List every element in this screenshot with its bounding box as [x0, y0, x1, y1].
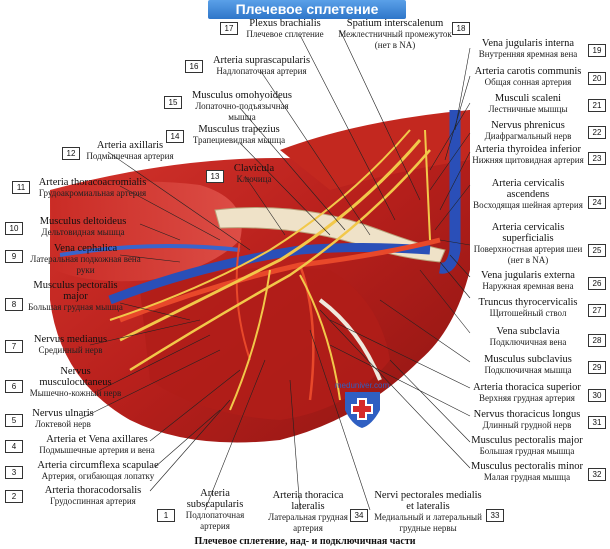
label-number-19: 19 [588, 44, 606, 57]
label-number-22: 22 [588, 126, 606, 139]
label-number-27: 27 [588, 304, 606, 317]
thoracoacromial-artery [235, 239, 251, 361]
watermark-text: meduniver.com [335, 381, 390, 390]
label-number-11: 11 [12, 181, 30, 194]
label-number-32: 32 [588, 468, 606, 481]
label-number-13: 13 [206, 170, 224, 183]
label-number-18: 18 [452, 22, 470, 35]
label-number-33: 33 [486, 509, 504, 522]
label-number-10: 10 [5, 222, 23, 235]
figure-caption: Плечевое сплетение, над- и подключичная … [194, 536, 416, 547]
leader-lines [79, 29, 471, 511]
label-number-24: 24 [588, 196, 606, 209]
label-number-9: 9 [5, 250, 23, 263]
label-number-20: 20 [588, 72, 606, 85]
label-number-7: 7 [5, 340, 23, 353]
subclavius-tendon [318, 298, 382, 381]
label-number-30: 30 [588, 389, 606, 402]
label-number-6: 6 [5, 380, 23, 393]
label-number-34: 34 [350, 509, 368, 522]
label-number-29: 29 [588, 361, 606, 374]
label-number-23: 23 [588, 152, 606, 165]
label-number-8: 8 [5, 298, 23, 311]
label-number-12: 12 [62, 147, 80, 160]
label-number-15: 15 [164, 96, 182, 109]
label-number-4: 4 [5, 440, 23, 453]
label-number-16: 16 [185, 60, 203, 73]
cephalic-vein [59, 244, 241, 257]
deltoid-muscle [50, 181, 242, 282]
trapezius-muscle [280, 110, 470, 190]
label-number-2: 2 [5, 490, 23, 503]
label-number-5: 5 [5, 414, 23, 427]
lateral-thoracic-artery [298, 264, 315, 401]
label-number-31: 31 [588, 416, 606, 429]
label-number-26: 26 [588, 277, 606, 290]
label-number-1: 1 [157, 509, 175, 522]
page-title: Плечевое сплетение [208, 0, 406, 19]
label-number-17: 17 [220, 22, 238, 35]
label-number-3: 3 [5, 466, 23, 479]
label-number-28: 28 [588, 334, 606, 347]
label-number-21: 21 [588, 99, 606, 112]
axillary-artery [119, 237, 441, 323]
label-number-25: 25 [588, 244, 606, 257]
internal-jugular-vein [439, 110, 461, 274]
label-number-14: 14 [166, 130, 184, 143]
watermark-shield [345, 392, 380, 428]
